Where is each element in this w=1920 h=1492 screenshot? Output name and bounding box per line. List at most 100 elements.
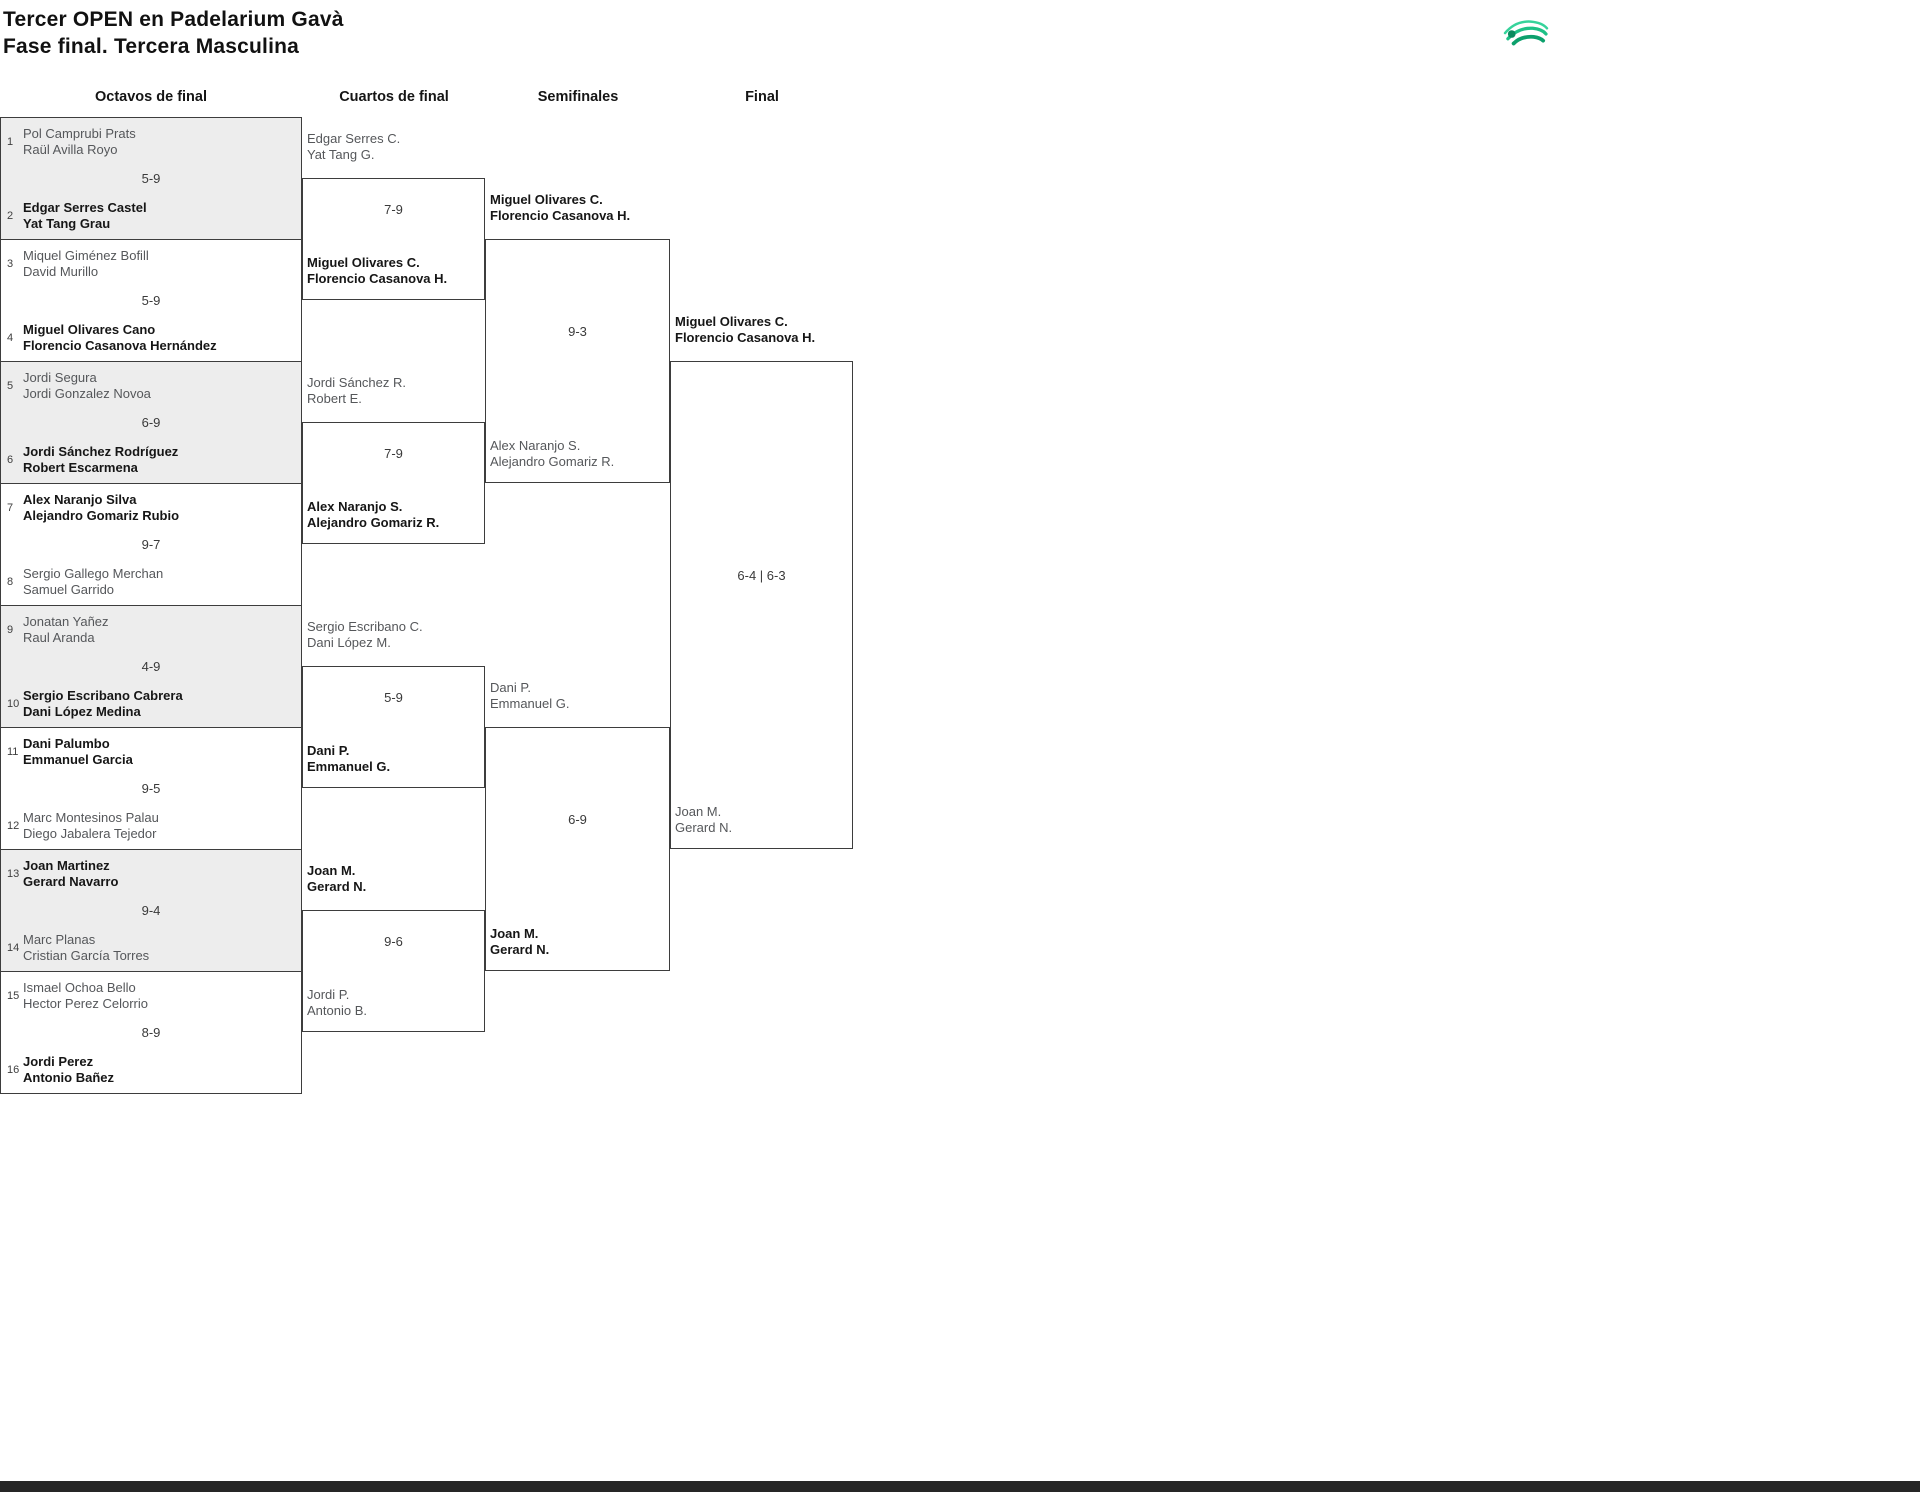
player-name: Dani López M. bbox=[307, 634, 391, 650]
player-name: Miguel Olivares C. bbox=[490, 192, 603, 207]
team-entry: 5 Jordi Segura Jordi Gonzalez Novoa bbox=[5, 370, 151, 401]
player-name: Jordi P. bbox=[307, 987, 350, 1002]
seed-number: 7 bbox=[7, 501, 14, 514]
match-score: 9-4 bbox=[141, 903, 161, 918]
player-name: Marc Planas bbox=[23, 932, 96, 947]
player-name: Pol Camprubi Prats bbox=[23, 126, 136, 141]
page-title: Tercer OPEN en Padelarium Gavà Fase fina… bbox=[3, 6, 344, 60]
player-name: Jordi Sánchez Rodríguez bbox=[23, 444, 179, 459]
octavos-match-7: 13 Joan Martinez Gerard Navarro 9-4 14 M… bbox=[0, 849, 302, 972]
player-name: Joan M. bbox=[307, 863, 356, 878]
cuartos-match-1: Edgar Serres C. Yat Tang G. 7-9 Miguel O… bbox=[302, 131, 485, 300]
team-entry: 12 Marc Montesinos Palau Diego Jabalera … bbox=[5, 810, 159, 841]
team-entry: Dani P. Emmanuel G. bbox=[307, 743, 390, 774]
seed-number: 5 bbox=[7, 379, 14, 392]
team-entry: Miguel Olivares C. Florencio Casanova H. bbox=[307, 255, 447, 286]
player-name: Miguel Olivares C. bbox=[307, 255, 420, 270]
player-name: Emmanuel Garcia bbox=[23, 751, 133, 767]
player-name: Robert Escarmena bbox=[23, 459, 138, 475]
team-entry: 11 Dani Palumbo Emmanuel Garcia bbox=[5, 736, 133, 767]
player-name: Alejandro Gomariz R. bbox=[307, 514, 440, 530]
octavos-match-4: 7 Alex Naranjo Silva Alejandro Gomariz R… bbox=[0, 483, 302, 606]
player-name: Robert E. bbox=[307, 390, 362, 406]
player-name: Miguel Olivares Cano bbox=[23, 322, 156, 337]
player-name: Raül Avilla Royo bbox=[23, 141, 118, 157]
player-name: Jordi Gonzalez Novoa bbox=[23, 385, 151, 401]
player-name: Gerard Navarro bbox=[23, 873, 119, 889]
octavos-match-2: 3 Miquel Giménez Bofill David Murillo 5-… bbox=[0, 239, 302, 362]
cuartos-match-3: Sergio Escribano C. Dani López M. 5-9 Da… bbox=[302, 619, 485, 788]
match-score: 9-7 bbox=[141, 537, 161, 552]
player-name: Sergio Gallego Merchan bbox=[23, 566, 164, 581]
team-entry: Alex Naranjo S. Alejandro Gomariz R. bbox=[307, 499, 439, 530]
player-name: Antonio B. bbox=[307, 1002, 367, 1018]
team-entry: 2 Edgar Serres Castel Yat Tang Grau bbox=[5, 200, 147, 231]
player-name: Alex Naranjo S. bbox=[307, 499, 403, 514]
seed-number: 14 bbox=[7, 941, 20, 954]
seed-number: 16 bbox=[7, 1063, 20, 1076]
final-match: Miguel Olivares C. Florencio Casanova H.… bbox=[670, 314, 853, 849]
team-entry: Miguel Olivares C. Florencio Casanova H. bbox=[675, 314, 815, 345]
player-name: Alejandro Gomariz Rubio bbox=[23, 507, 180, 523]
team-entry: 8 Sergio Gallego Merchan Samuel Garrido bbox=[5, 566, 163, 597]
seed-number: 9 bbox=[7, 623, 14, 636]
seed-number: 12 bbox=[7, 819, 20, 832]
tournament-title: Tercer OPEN en Padelarium Gavà bbox=[3, 8, 344, 31]
team-entry: Joan M. Gerard N. bbox=[675, 804, 732, 835]
octavos-match-5: 9 Jonatan Yañez Raul Aranda 4-9 10 Sergi… bbox=[0, 605, 302, 728]
player-name: Joan M. bbox=[675, 804, 722, 819]
seed-number: 15 bbox=[7, 989, 20, 1002]
player-name: Hector Perez Celorrio bbox=[23, 995, 148, 1011]
octavos-match-3: 5 Jordi Segura Jordi Gonzalez Novoa 6-9 … bbox=[0, 361, 302, 484]
seed-number: 6 bbox=[7, 453, 14, 466]
team-entry: Edgar Serres C. Yat Tang G. bbox=[307, 131, 400, 162]
seed-number: 1 bbox=[7, 135, 14, 148]
player-name: Yat Tang G. bbox=[307, 146, 375, 162]
team-entry: 15 Ismael Ochoa Bello Hector Perez Celor… bbox=[5, 980, 148, 1011]
match-score: 6-4 | 6-3 bbox=[737, 568, 786, 583]
team-entry: 4 Miguel Olivares Cano Florencio Casanov… bbox=[5, 322, 217, 353]
player-name: Diego Jabalera Tejedor bbox=[23, 825, 157, 841]
player-name: Marc Montesinos Palau bbox=[23, 810, 159, 825]
cuartos-match-4: Joan M. Gerard N. 9-6 Jordi P. Antonio B… bbox=[302, 863, 485, 1032]
phase-subtitle: Fase final. Tercera Masculina bbox=[3, 35, 300, 58]
round-header-cuartos: Cuartos de final bbox=[339, 89, 449, 105]
match-score: 5-9 bbox=[384, 690, 403, 705]
player-name: Florencio Casanova H. bbox=[490, 207, 631, 223]
match-score: 6-9 bbox=[568, 812, 587, 827]
player-name: Cristian García Torres bbox=[23, 947, 150, 963]
player-name: Jordi Sánchez R. bbox=[307, 375, 406, 390]
team-entry: Miguel Olivares C. Florencio Casanova H. bbox=[490, 192, 630, 223]
team-entry: 1 Pol Camprubi Prats Raül Avilla Royo bbox=[5, 126, 136, 157]
player-name: Miquel Giménez Bofill bbox=[23, 248, 149, 263]
octavos-match-1: 1 Pol Camprubi Prats Raül Avilla Royo 5-… bbox=[0, 117, 302, 240]
brand-logo[interactable] bbox=[1500, 14, 1552, 54]
match-score: 7-9 bbox=[384, 202, 403, 217]
seed-number: 3 bbox=[7, 257, 14, 270]
semifinal-match-2: Dani P. Emmanuel G. 6-9 Joan M. Gerard N… bbox=[485, 680, 670, 971]
semifinal-match-1: Miguel Olivares C. Florencio Casanova H.… bbox=[485, 192, 670, 483]
player-name: Emmanuel G. bbox=[490, 695, 570, 711]
player-name: Florencio Casanova H. bbox=[675, 329, 816, 345]
match-score: 9-3 bbox=[568, 324, 587, 339]
match-score: 9-5 bbox=[141, 781, 161, 796]
seed-number: 2 bbox=[7, 209, 14, 222]
team-entry: 3 Miquel Giménez Bofill David Murillo bbox=[5, 248, 149, 279]
player-name: Joan Martinez bbox=[23, 858, 110, 873]
seed-number: 8 bbox=[7, 575, 14, 588]
player-name: Raul Aranda bbox=[23, 629, 95, 645]
round-header-octavos: Octavos de final bbox=[94, 89, 208, 105]
player-name: Ismael Ochoa Bello bbox=[23, 980, 136, 995]
player-name: David Murillo bbox=[23, 263, 99, 279]
match-score: 7-9 bbox=[384, 446, 403, 461]
player-name: Gerard N. bbox=[675, 819, 733, 835]
player-name: Jonatan Yañez bbox=[23, 614, 109, 629]
player-name: Jordi Perez bbox=[23, 1054, 94, 1069]
player-name: Yat Tang Grau bbox=[23, 215, 111, 231]
player-name: Jordi Segura bbox=[23, 370, 97, 385]
seed-number: 11 bbox=[7, 745, 19, 758]
player-name: Alex Naranjo S. bbox=[490, 438, 581, 453]
seed-number: 10 bbox=[7, 697, 20, 710]
match-score: 5-9 bbox=[141, 171, 161, 186]
